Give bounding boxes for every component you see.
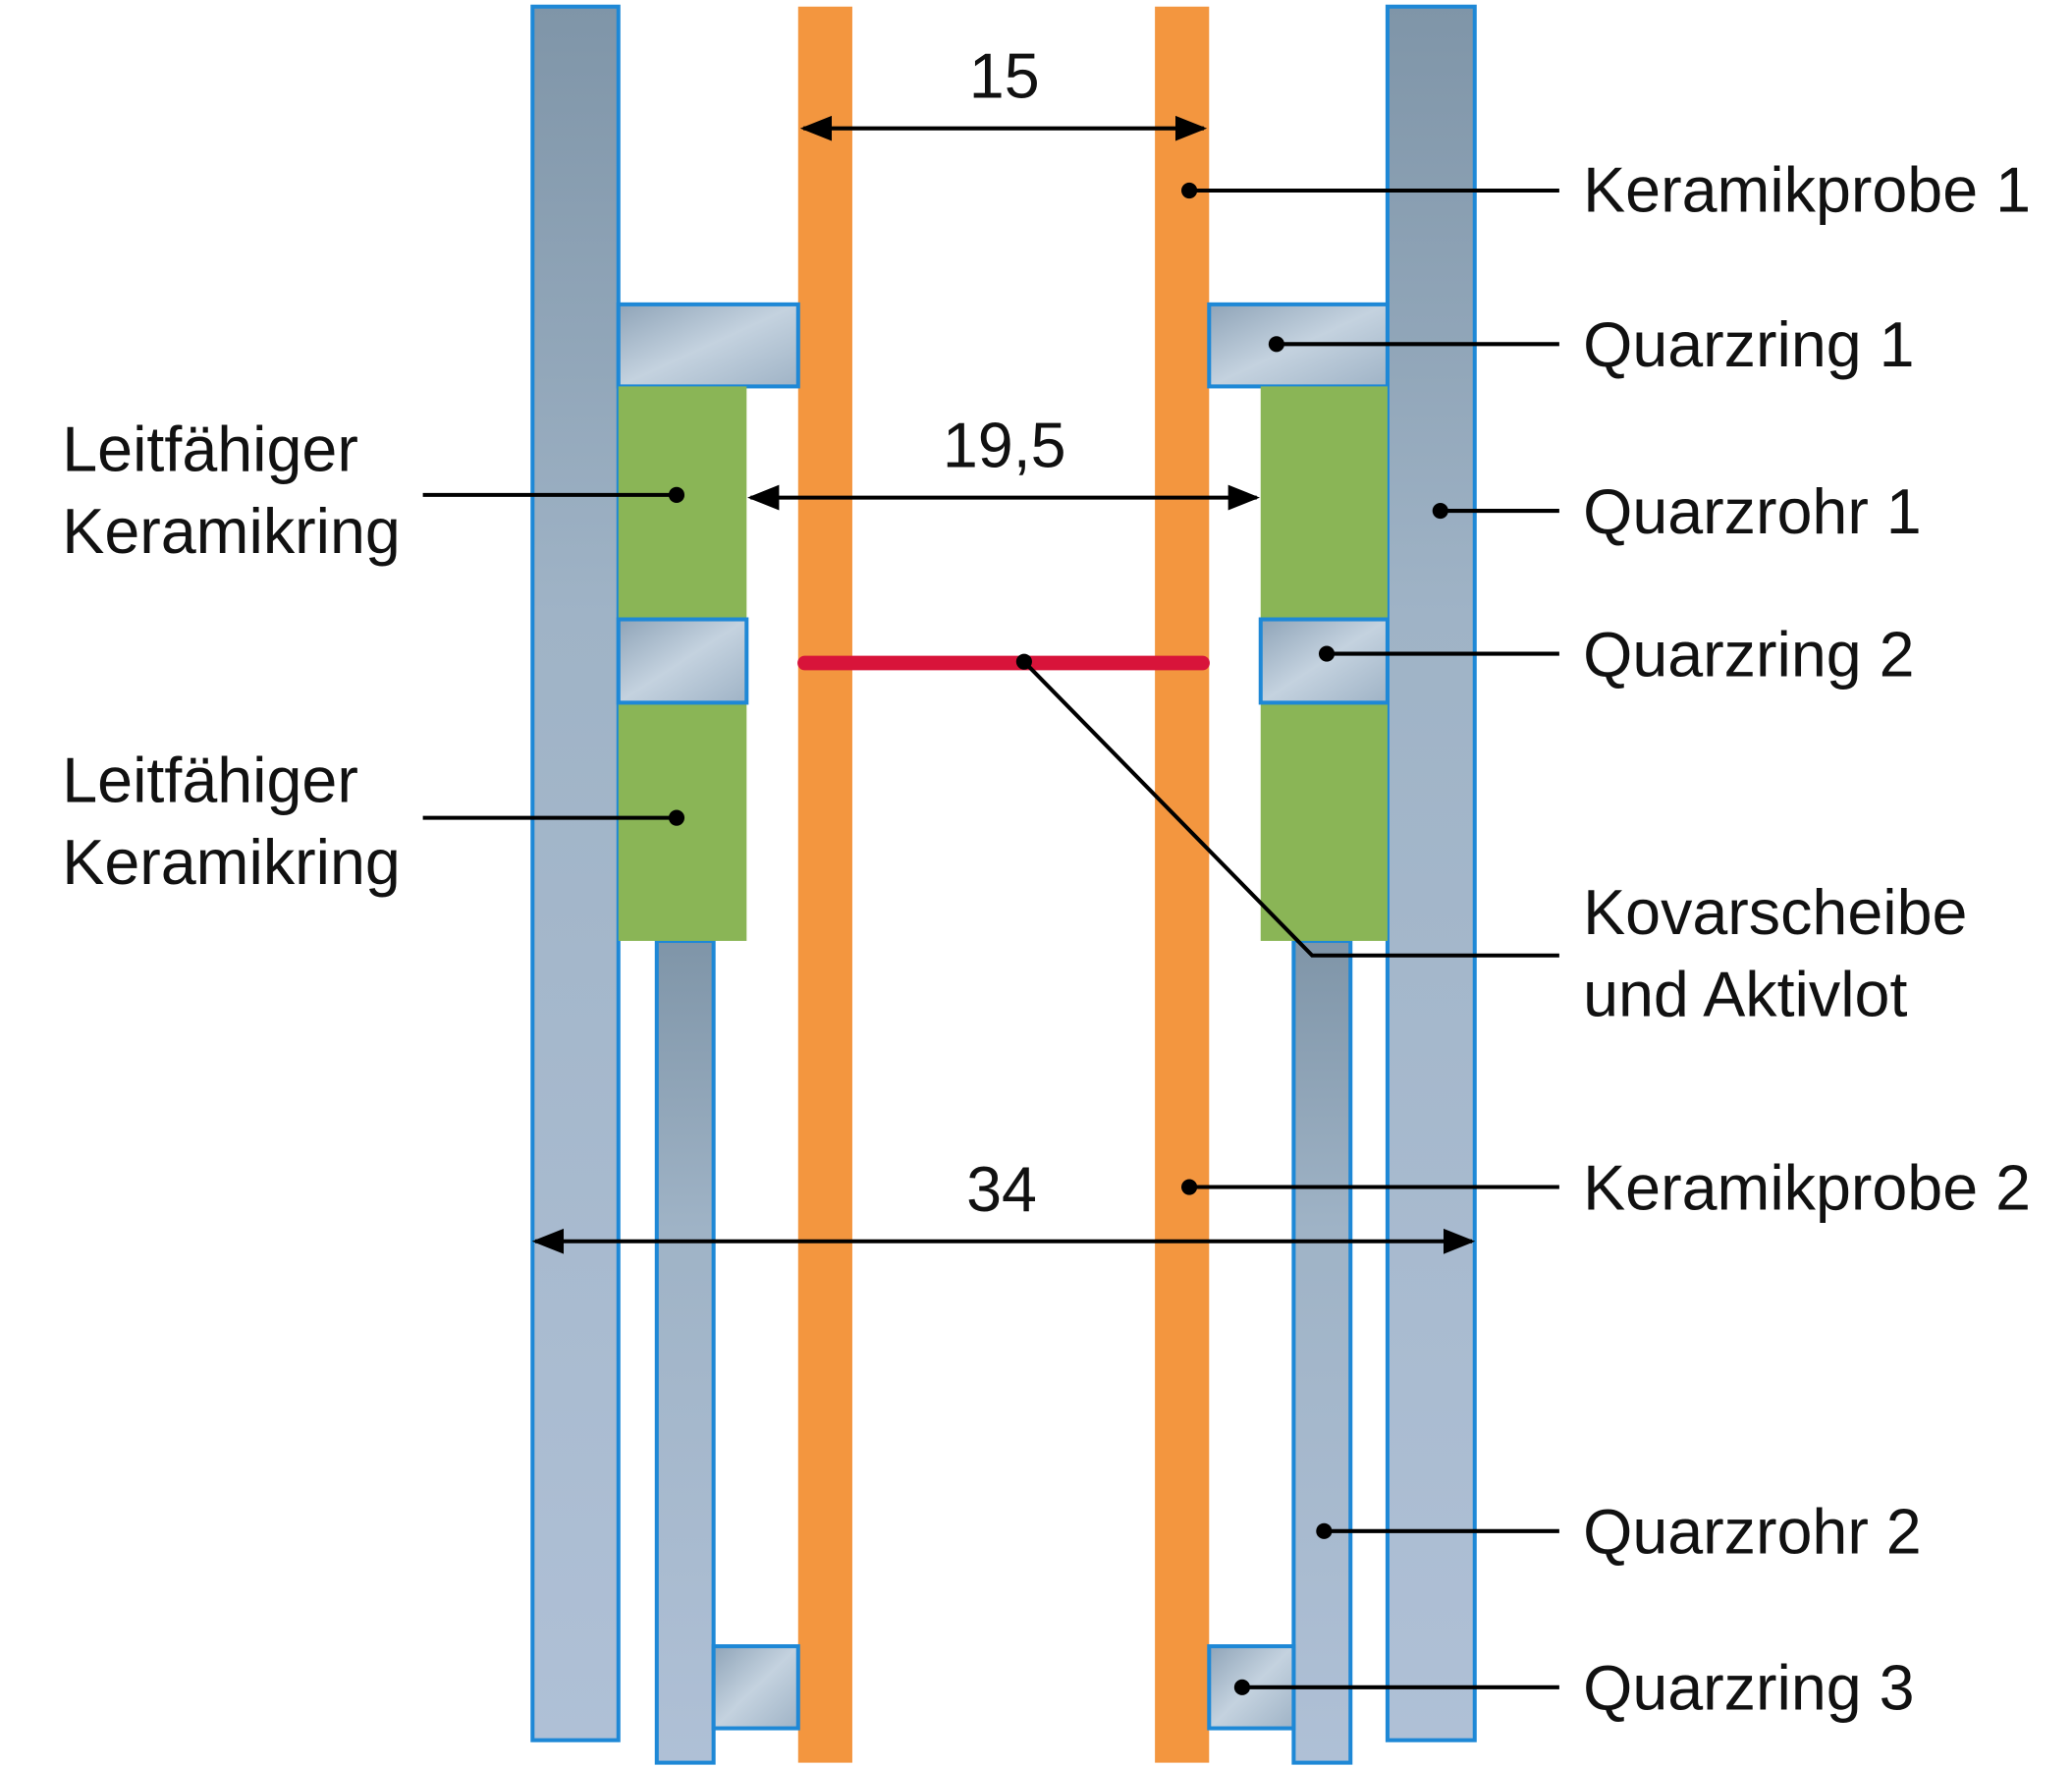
label-keramikring-1: Keramikring [62, 495, 401, 567]
quartz-tube-1-left [530, 4, 621, 1742]
conductive-ring-lower-right [1260, 702, 1388, 941]
label-leitfaehiger-1: Leitfähiger [62, 414, 358, 485]
leader-lines [422, 182, 1559, 1695]
label-quarzring-2: Quarzring 2 [1583, 618, 1914, 690]
dimension-34: 34 [966, 1153, 1037, 1225]
quartz-tube-1-right [1385, 4, 1477, 1742]
dimension-15: 15 [969, 40, 1040, 112]
label-kovarscheibe: Kovarscheibe [1583, 876, 1967, 948]
label-quarzrohr-1: Quarzrohr 1 [1583, 475, 1922, 547]
conductive-ring-upper-left [618, 386, 747, 620]
conductive-ring-upper-right [1260, 386, 1388, 620]
quartz-ring-3-left [711, 1644, 800, 1731]
ceramic-sample-right [1155, 6, 1210, 1763]
label-quarzring-3: Quarzring 3 [1583, 1652, 1914, 1724]
quartz-tube-2-right [1291, 938, 1353, 1765]
label-keramikring-2: Keramikring [62, 826, 401, 898]
label-keramikprobe-2: Keramikprobe 2 [1583, 1151, 2031, 1223]
label-quarzring-1: Quarzring 1 [1583, 308, 1914, 380]
dimension-19-5: 19,5 [943, 410, 1066, 481]
label-leitfaehiger-2: Leitfähiger [62, 744, 358, 815]
quartz-tube-2-left [654, 938, 716, 1765]
ceramic-sample-left [797, 6, 852, 1763]
label-aktivlot: und Aktivlot [1583, 959, 1907, 1030]
label-keramikprobe-1: Keramikprobe 1 [1583, 154, 2031, 226]
quartz-ring-1-left [616, 302, 800, 389]
label-quarzrohr-2: Quarzrohr 2 [1583, 1496, 1922, 1568]
quartz-ring-2-left [616, 617, 749, 705]
